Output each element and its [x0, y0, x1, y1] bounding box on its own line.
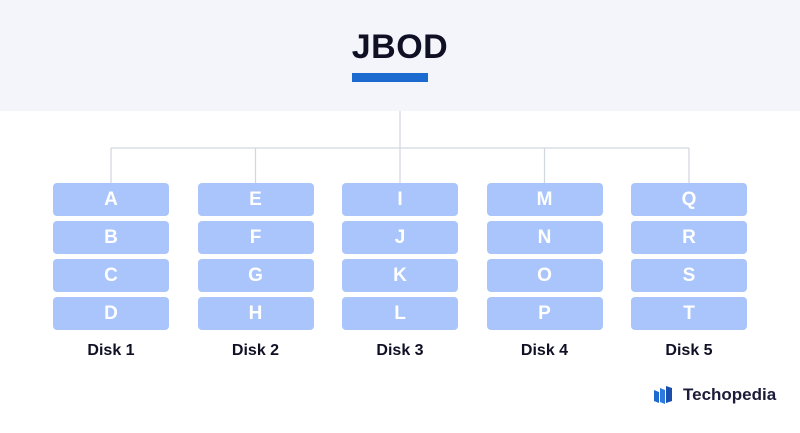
disk-1: A B C D [53, 183, 169, 335]
data-block: S [631, 259, 747, 292]
title-underline [352, 73, 428, 82]
header-band [0, 0, 800, 111]
data-block: E [197, 183, 314, 216]
disk-label: Disk 2 [231, 342, 280, 359]
data-block: O [486, 259, 603, 292]
disk-2: E F G H [197, 183, 314, 335]
disk-5: Q R S T [631, 183, 747, 335]
data-block: K [342, 259, 458, 292]
disk-label: Disk 5 [665, 342, 713, 359]
data-block: R [631, 221, 747, 254]
data-block: G [197, 259, 314, 292]
data-block: Q [631, 183, 747, 216]
techopedia-logo-icon [654, 386, 672, 404]
data-block: B [53, 221, 169, 254]
disk-4: M N O P [486, 183, 603, 335]
data-block: N [486, 221, 603, 254]
data-block: P [486, 297, 603, 330]
data-block: J [342, 221, 458, 254]
data-block: A [53, 183, 169, 216]
data-block: L [342, 297, 458, 330]
data-block: F [197, 221, 314, 254]
data-block: M [486, 183, 603, 216]
data-block: C [53, 259, 169, 292]
disk-label: Disk 1 [87, 342, 135, 359]
brand-logo: Techopedia [653, 383, 776, 407]
data-block: T [631, 297, 747, 330]
disk-label: Disk 4 [520, 342, 569, 359]
data-block: H [197, 297, 314, 330]
data-block: D [53, 297, 169, 330]
disk-3: I J K L [342, 183, 458, 335]
brand-name: Techopedia [683, 385, 777, 404]
data-block: I [342, 183, 458, 216]
diagram-title: JBOD [351, 28, 449, 66]
disk-label: Disk 3 [376, 342, 424, 359]
